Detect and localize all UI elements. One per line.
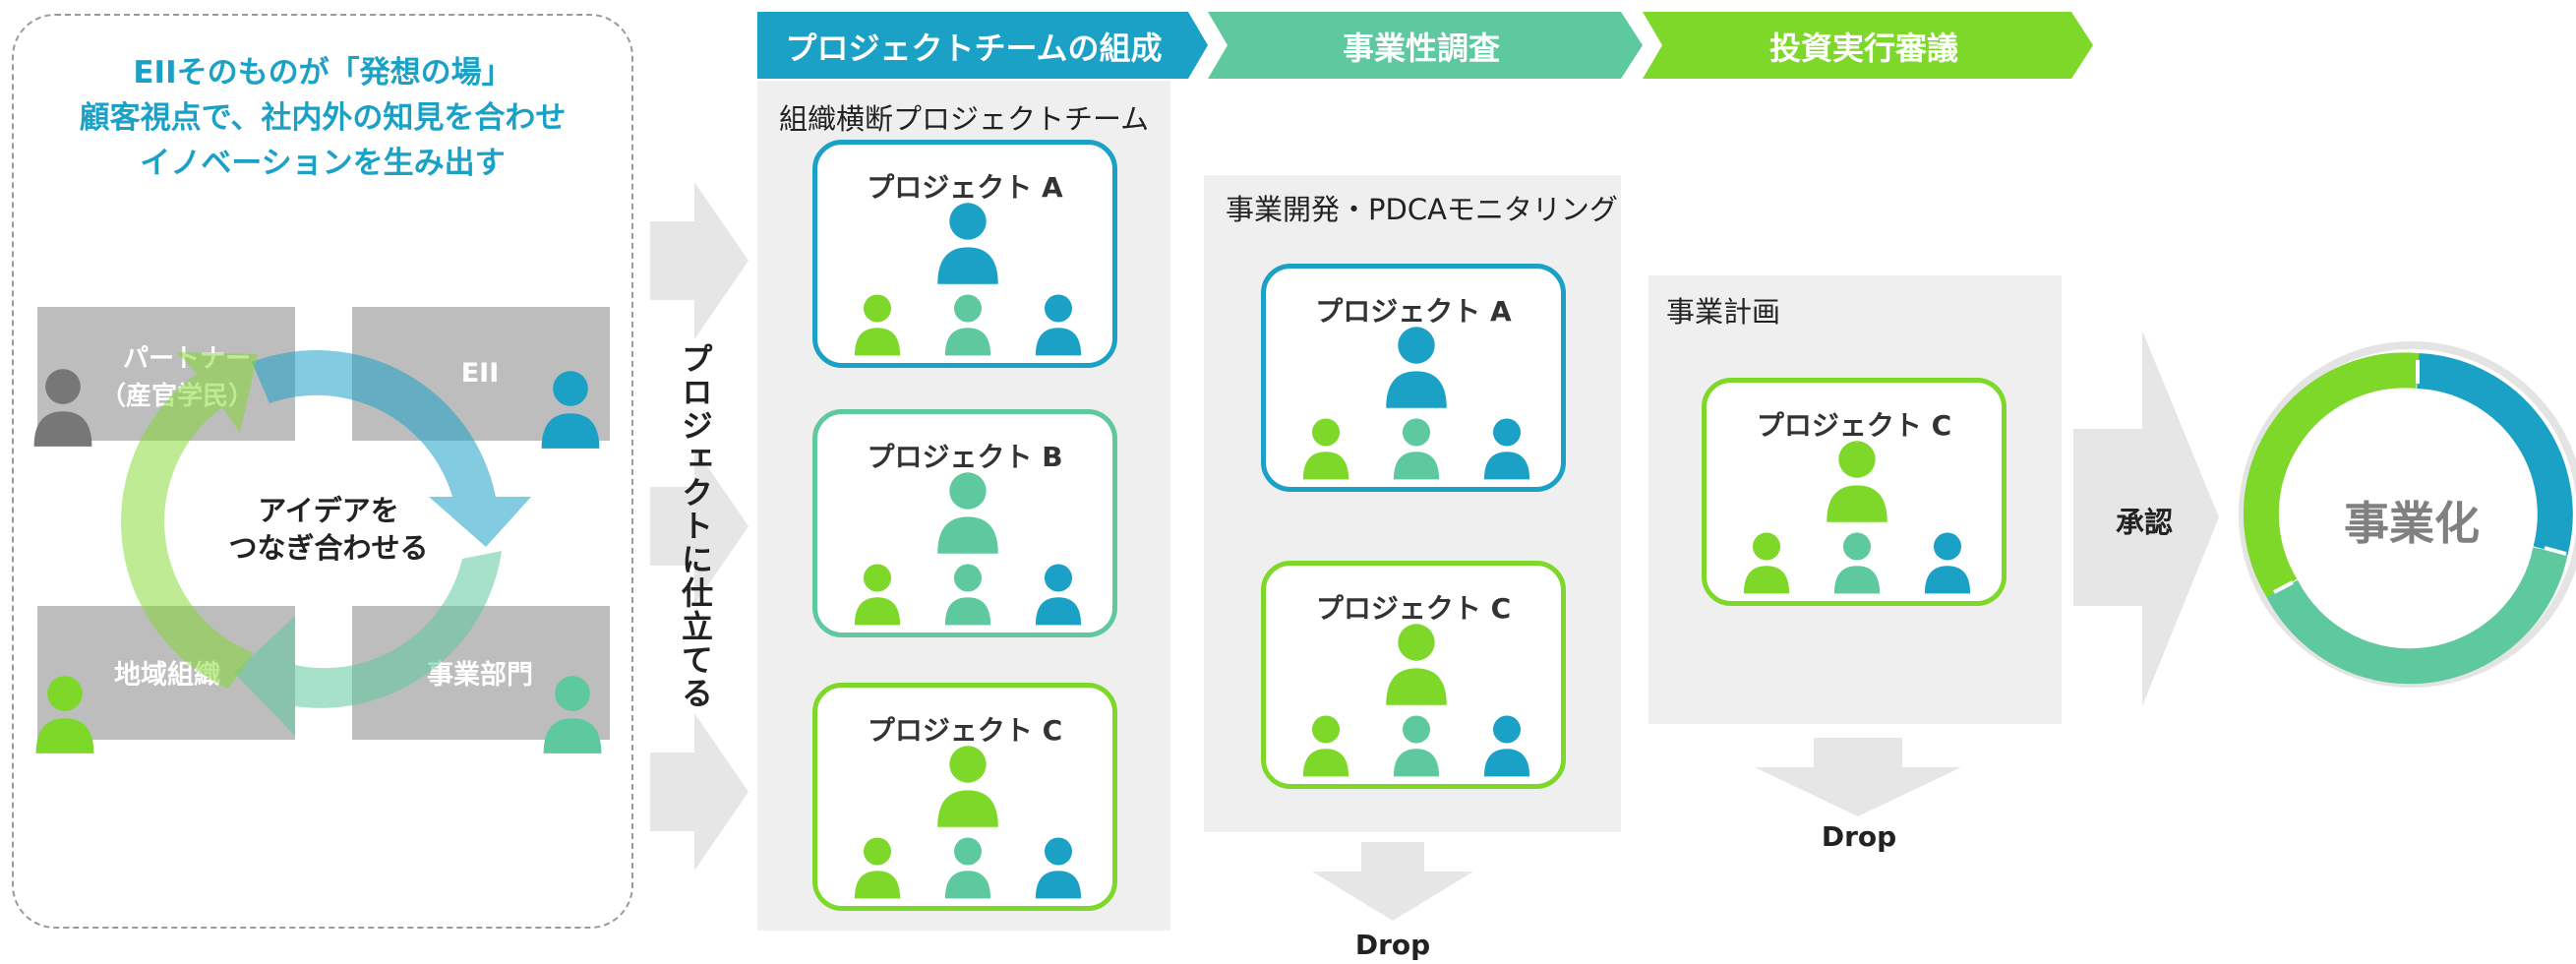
flow-arrow-top (650, 182, 749, 339)
member-person-icon (1388, 416, 1445, 481)
flow-arrow-bottom (650, 713, 749, 871)
stage-3-chevron (1643, 12, 2093, 79)
member-person-icon (1828, 530, 1886, 595)
ideation-panel (12, 14, 633, 929)
panel1-project-a-card: プロジェクト A (812, 140, 1117, 368)
member-person-icon (1297, 416, 1354, 481)
stage-2-chevron (1208, 12, 1643, 79)
investment-panel-title: 事業計画 (1666, 295, 1781, 329)
stage-2-label: 事業性調査 (1342, 30, 1500, 67)
member-person-icon (1297, 713, 1354, 778)
team-panel-title: 組織横断プロジェクトチーム (779, 102, 1150, 136)
panel1-project-b-card: プロジェクト B (812, 409, 1117, 637)
ideation-title-line-1: EIIそのものが「発想の場」 (133, 55, 512, 90)
panel1-project-c-title: プロジェクト C (867, 714, 1063, 747)
member-person-icon (1388, 713, 1445, 778)
eii-label: EII (460, 358, 500, 389)
commercialization-donut (2239, 341, 2576, 688)
lead-person-icon (1378, 621, 1455, 707)
panel2-project-a-card: プロジェクト A (1261, 264, 1566, 492)
ideation-title-line-2: 顧客視点で、社内外の知見を合わせ (79, 100, 567, 136)
panel3-project-c-title: プロジェクト C (1756, 409, 1952, 442)
stage-header (757, 12, 2093, 79)
member-person-icon (1478, 416, 1535, 481)
member-person-icon (1919, 530, 1976, 595)
donut-segment-teal (2266, 547, 2568, 685)
lead-person-icon (1819, 438, 1895, 524)
business-person-icon (533, 673, 612, 755)
partner-person-icon (24, 366, 102, 449)
lead-person-icon (929, 469, 1006, 556)
member-person-icon (849, 292, 906, 357)
flow-arrows-left (650, 182, 749, 871)
panel2-project-a-title: プロジェクト A (1315, 295, 1512, 328)
member-person-icon (1030, 562, 1087, 627)
vertical-label: プロジェクトに仕立てる (677, 342, 714, 710)
drop-arrow-2 (1755, 738, 1961, 816)
panel1-project-a-title: プロジェクト A (867, 171, 1063, 204)
drop-label-2: Drop (1821, 820, 1897, 853)
cycle-arrow-green (121, 352, 258, 689)
drop-label-1: Drop (1354, 929, 1431, 961)
ideation-title-line-3: イノベーションを生み出す (140, 146, 506, 181)
panel1-project-b-title: プロジェクト B (867, 441, 1063, 473)
cycle-arrow-blue (252, 350, 531, 547)
panel1-project-c-card: プロジェクト C (812, 683, 1117, 911)
feasibility-panel-title: 事業開発・PDCAモニタリング (1226, 193, 1618, 226)
approval-arrow (2073, 331, 2219, 706)
member-person-icon (849, 835, 906, 900)
eii-person-icon (531, 368, 610, 451)
panel2-project-c-title: プロジェクト C (1315, 592, 1512, 625)
approval-label: 承認 (2115, 506, 2173, 539)
commercialization-label: 事業化 (2344, 497, 2480, 550)
drop-arrow-1 (1312, 842, 1473, 921)
member-person-icon (849, 562, 906, 627)
region-person-icon (26, 673, 104, 755)
business-label: 事業部門 (427, 660, 533, 691)
stage-1-chevron (757, 12, 1208, 79)
member-person-icon (1738, 530, 1795, 595)
member-person-icon (939, 562, 996, 627)
member-person-icon (939, 292, 996, 357)
idea-cycle-arrows (121, 350, 531, 736)
stage-1-label: プロジェクトチームの組成 (785, 30, 1163, 67)
member-person-icon (1030, 292, 1087, 357)
donut-segment-green (2243, 352, 2420, 598)
lead-person-icon (929, 743, 1006, 829)
cycle-center-line-2: つなぎ合わせる (228, 531, 429, 565)
member-person-icon (1030, 835, 1087, 900)
panel2-project-c-card: プロジェクト C (1261, 561, 1566, 789)
donut-segment-blue (2416, 353, 2573, 556)
flow-arrow-mid (650, 448, 749, 605)
panel3-project-c-card: プロジェクト C (1702, 378, 2007, 606)
lead-person-icon (1378, 324, 1455, 410)
lead-person-icon (929, 200, 1006, 286)
cycle-center-line-1: アイデアを (258, 494, 399, 527)
cycle-arrow-teal (234, 551, 502, 736)
stage-3-label: 投資実行審議 (1768, 30, 1958, 67)
member-person-icon (1478, 713, 1535, 778)
member-person-icon (939, 835, 996, 900)
